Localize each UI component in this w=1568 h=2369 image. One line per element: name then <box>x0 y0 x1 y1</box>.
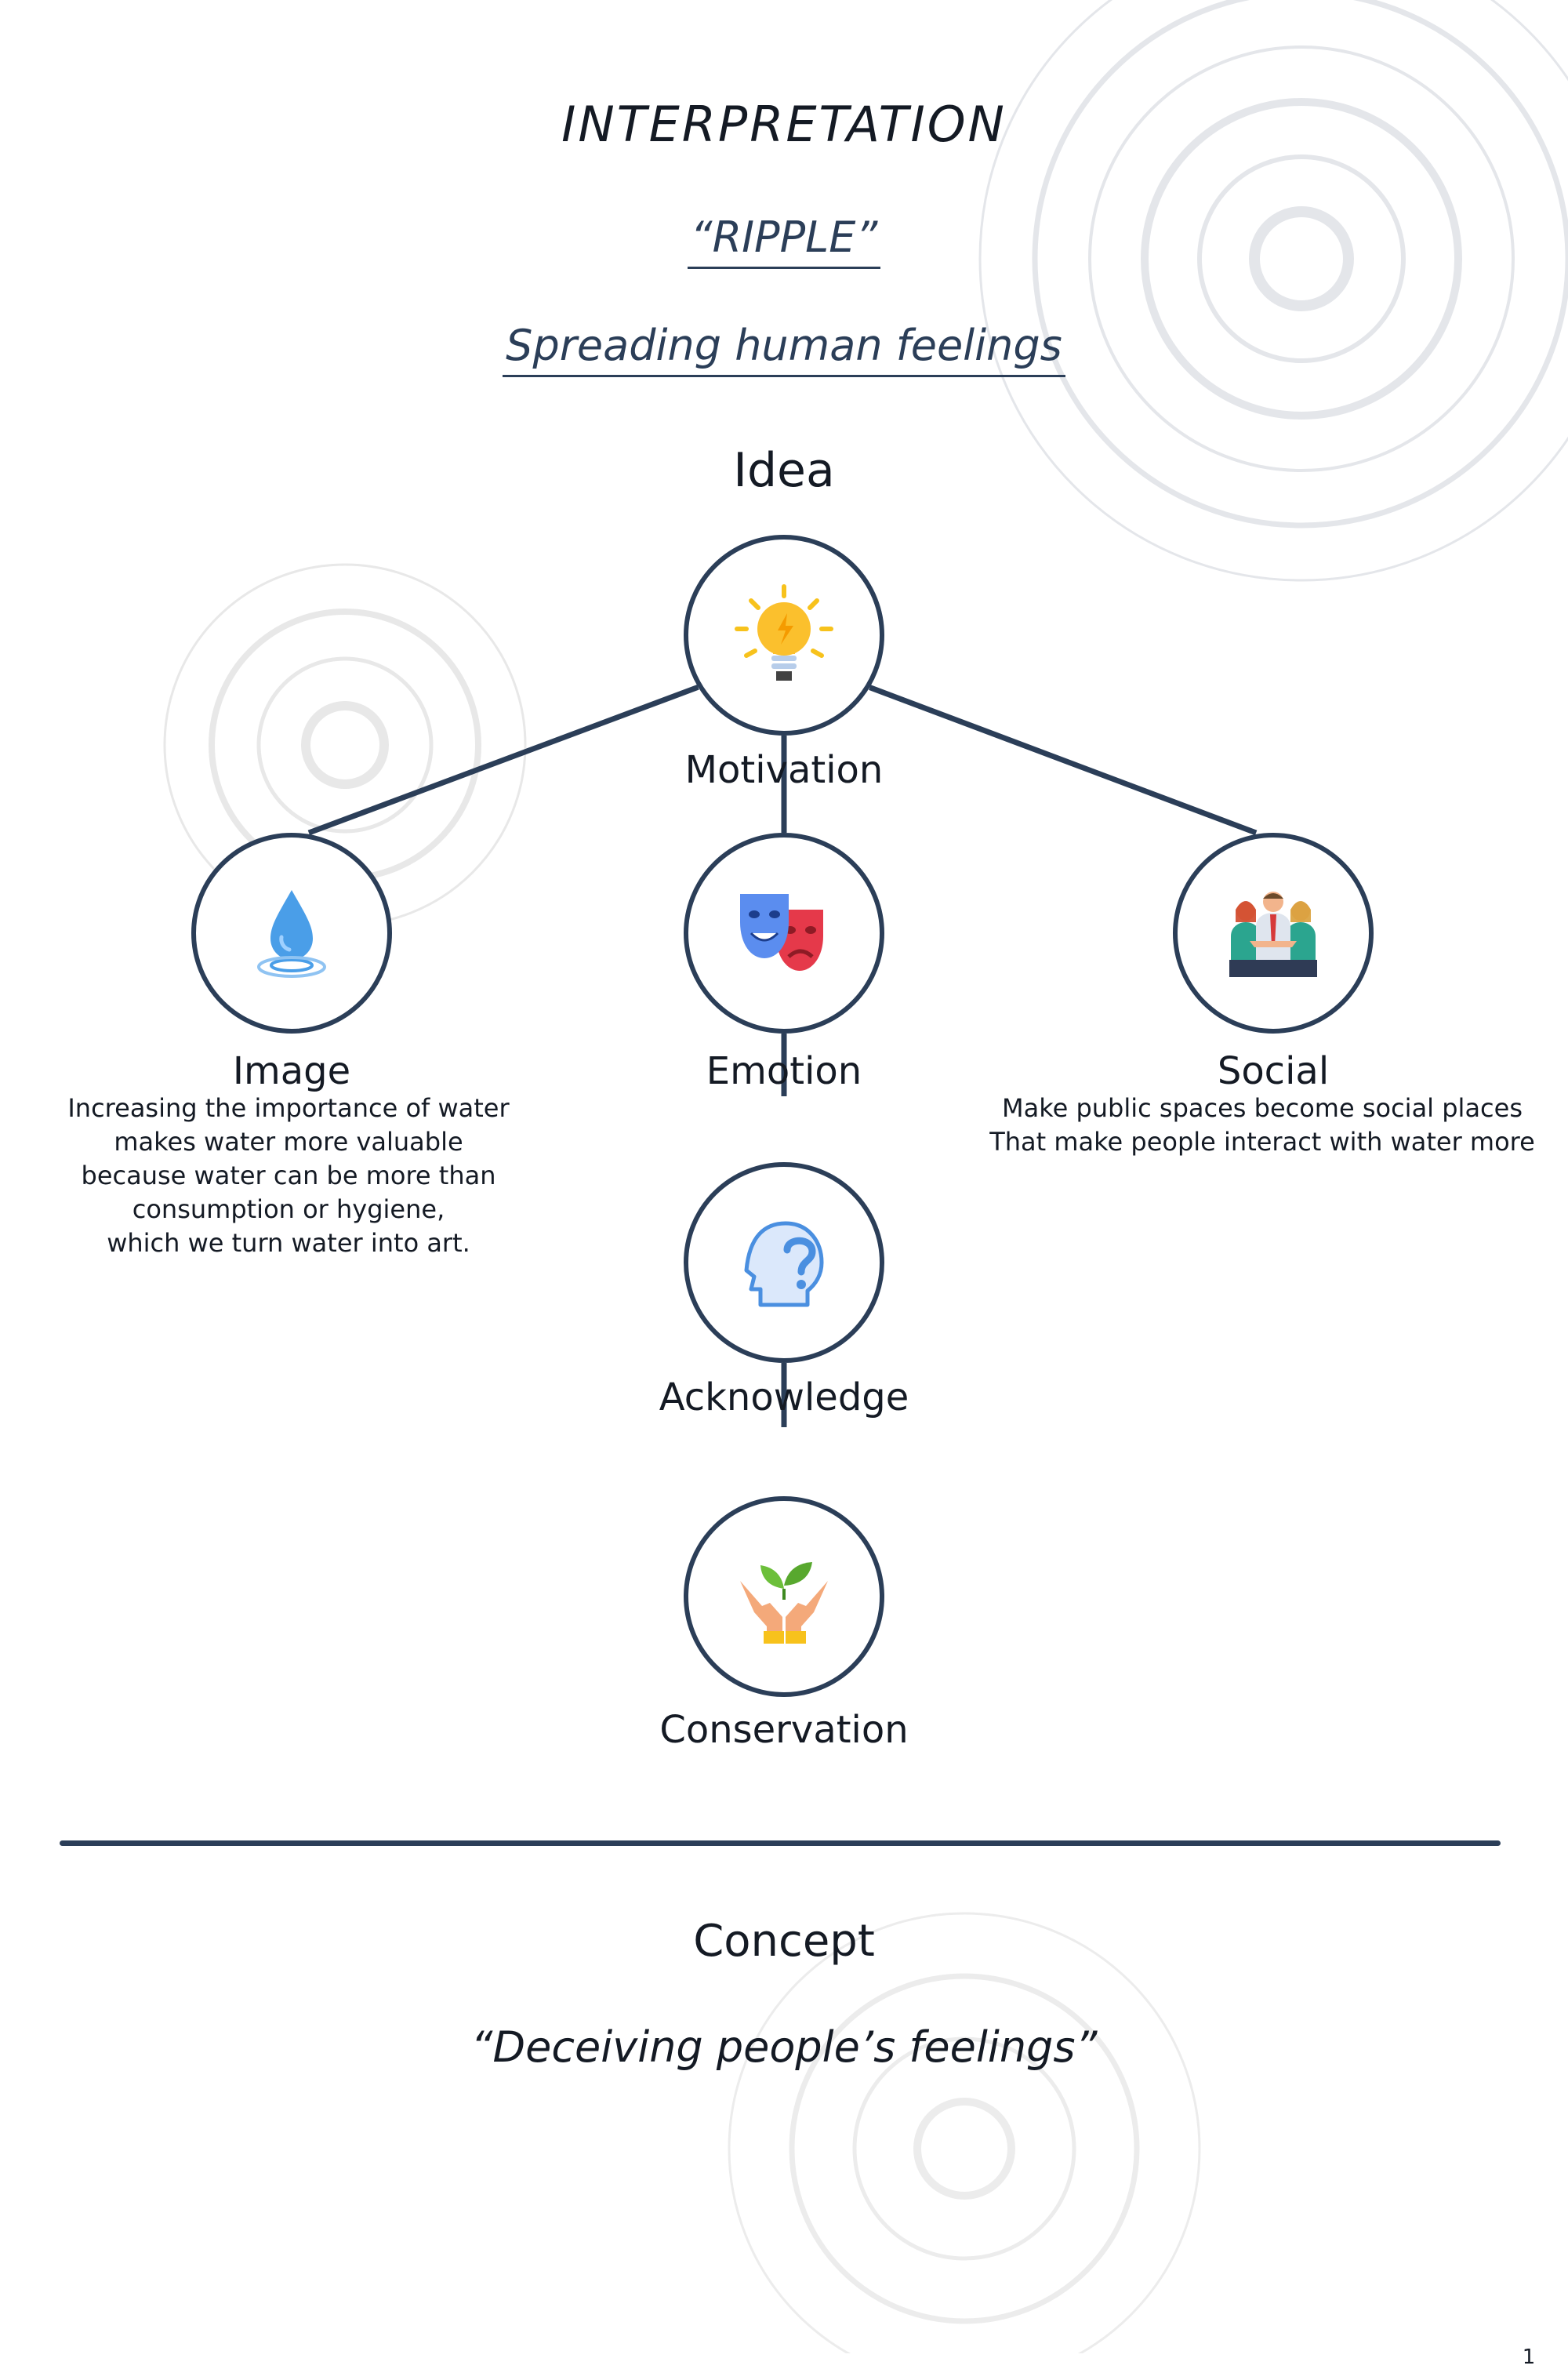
page-number: 1 <box>1522 2345 1536 2369</box>
image-description: Increasing the importance of water makes… <box>67 1093 510 1258</box>
head-question-icon <box>744 1221 824 1307</box>
node-acknowledge <box>684 1162 884 1363</box>
tagline: Spreading human feelings <box>503 325 1065 377</box>
node-emotion <box>684 833 884 1034</box>
page-title: INTERPRETATION <box>561 96 1007 153</box>
label-acknowledge: Acknowledge <box>659 1375 909 1419</box>
connector-motivation-image <box>307 684 699 836</box>
label-emotion: Emotion <box>706 1049 862 1093</box>
node-social <box>1173 833 1374 1034</box>
ripple-subtitle: “RIPPLE” <box>687 216 881 269</box>
concept-heading: Concept <box>693 1916 875 1967</box>
theater-masks-icon <box>740 894 823 971</box>
lightbulb-icon <box>735 584 833 681</box>
hands-plant-icon <box>740 1562 828 1644</box>
people-group-icon <box>1229 892 1317 977</box>
label-conservation: Conservation <box>659 1708 909 1752</box>
label-motivation: Motivation <box>684 748 884 792</box>
label-image: Image <box>232 1049 351 1093</box>
label-social: Social <box>1217 1049 1330 1093</box>
node-image <box>191 833 392 1034</box>
connector-motivation-social <box>869 685 1258 836</box>
water-drop-icon <box>257 890 326 978</box>
concept-quote: “Deceiving people’s feelings” <box>470 2022 1098 2072</box>
social-description: Make public spaces become social places … <box>989 1093 1535 1157</box>
ripple-decoration-top-right <box>978 0 1568 582</box>
diagram-header: Idea <box>733 443 835 498</box>
node-motivation <box>684 535 884 736</box>
section-divider <box>60 1840 1501 1846</box>
node-conservation <box>684 1496 884 1697</box>
ripple-decoration-bottom <box>728 1912 1201 2353</box>
